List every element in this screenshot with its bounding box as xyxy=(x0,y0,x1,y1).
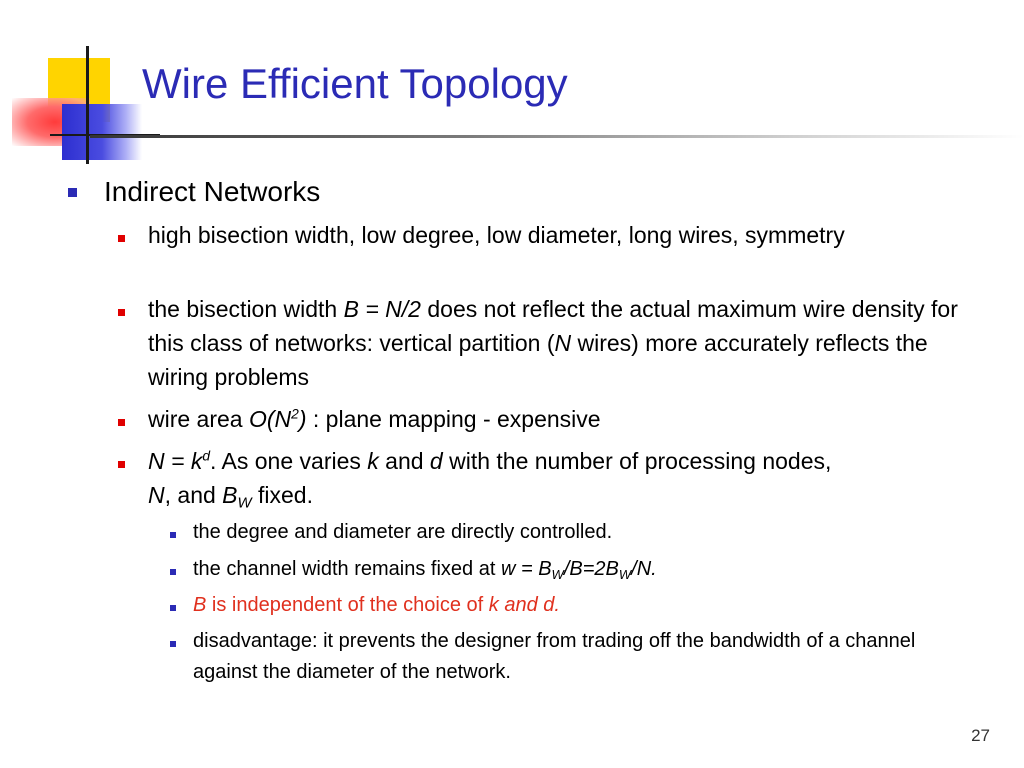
blue-square xyxy=(62,104,142,160)
bullet-square-red xyxy=(118,461,125,468)
slide-title: Wire Efficient Topology xyxy=(142,60,568,107)
bullet-square-red xyxy=(118,309,125,316)
bullet-square-blue-small xyxy=(170,532,176,538)
bullet-high-bisection: high bisection width, low degree, low di… xyxy=(148,222,845,248)
bullet-square-blue xyxy=(68,188,77,197)
bullet-bisection-width: the bisection width B = N/2 does not ref… xyxy=(148,296,958,390)
bullet-square-red xyxy=(118,235,125,242)
bullet-square-blue-small xyxy=(170,605,176,611)
bullet-wire-area: wire area O(N2) : plane mapping - expens… xyxy=(148,406,601,432)
bullet-square-blue-small xyxy=(170,641,176,647)
bullet-square-red xyxy=(118,419,125,426)
bullet-degree-diameter: the degree and diameter are directly con… xyxy=(193,521,613,543)
bullet-n-equals-kd: N = kd. As one varies k and d with the n… xyxy=(148,448,832,512)
bullet-channel-width: the channel width remains fixed at w = B… xyxy=(193,558,657,582)
bullet-disadvantage: disadvantage: it prevents the designer f… xyxy=(193,630,916,683)
decorative-squares-logo xyxy=(0,0,160,170)
bullet-square-blue-small xyxy=(170,569,176,575)
bullet-b-independent: B is independent of the choice of k and … xyxy=(193,594,560,616)
bullet-indirect-networks: Indirect Networks xyxy=(104,176,321,207)
title-underline xyxy=(90,135,1024,138)
page-number: 27 xyxy=(971,726,990,745)
logo-vertical-line xyxy=(86,46,89,164)
